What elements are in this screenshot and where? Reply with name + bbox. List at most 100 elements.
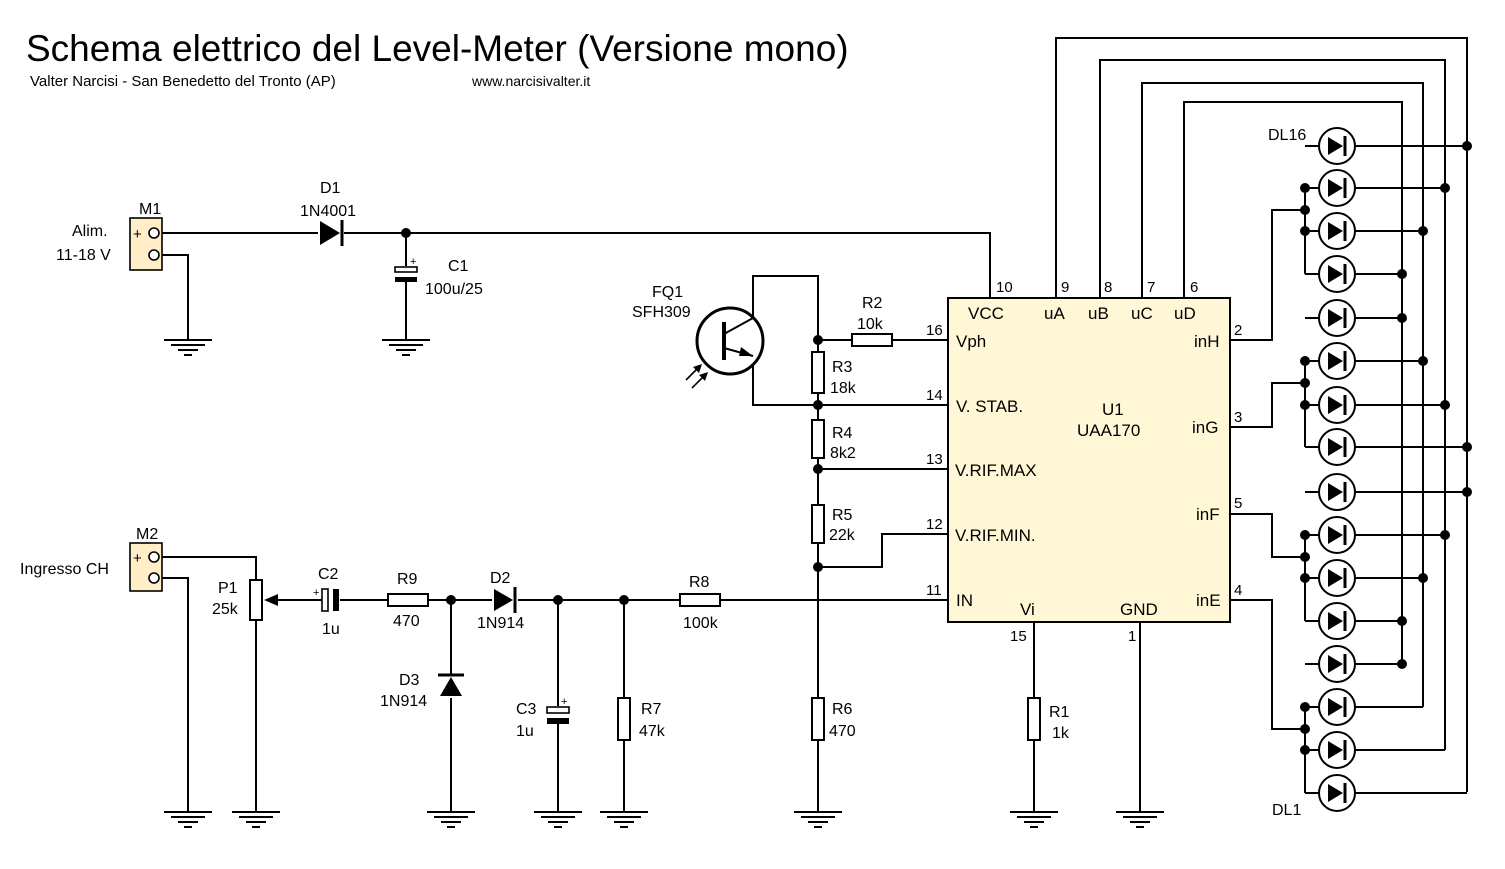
r2-value: 10k xyxy=(857,316,884,333)
pin-number-11: 11 xyxy=(926,582,942,599)
c3-value: 1u xyxy=(516,723,534,740)
pin-number-13: 13 xyxy=(926,451,943,468)
r2-ref: R2 xyxy=(862,295,883,312)
pin-number-6: 6 xyxy=(1190,279,1198,296)
pin-vcc-label: VCC xyxy=(968,304,1004,323)
led-4 xyxy=(1317,644,1357,684)
pin-number-16: 16 xyxy=(926,322,943,339)
resistor-r5: R5 22k xyxy=(811,504,856,544)
d3-ref: D3 xyxy=(399,672,420,689)
potentiometer-p1: P1 25k xyxy=(212,579,296,621)
led-16 xyxy=(1317,126,1357,166)
pin-number-10: 10 xyxy=(996,279,1013,296)
page-title: Schema elettrico del Level-Meter (Versio… xyxy=(26,28,849,69)
pin-ing-label: inG xyxy=(1192,418,1218,437)
diode-d1: D1 1N4001 xyxy=(300,180,356,246)
r9-ref: R9 xyxy=(397,571,418,588)
p1-value: 25k xyxy=(212,601,239,618)
r6-value: 470 xyxy=(829,723,856,740)
led-2 xyxy=(1317,730,1357,770)
pin-inh-label: inH xyxy=(1194,332,1220,351)
r1-value: 1k xyxy=(1052,725,1070,742)
resistor-r8: R8 100k xyxy=(679,574,721,632)
d2-ref: D2 xyxy=(490,570,511,587)
r1-ref: R1 xyxy=(1049,704,1070,721)
pin-number-7: 7 xyxy=(1147,279,1155,296)
phototransistor-fq1: FQ1 SFH309 xyxy=(632,284,765,389)
d1-ref: D1 xyxy=(320,180,341,197)
led-array: DL16 DL1 xyxy=(1268,126,1357,819)
c1-ref: C1 xyxy=(448,258,469,275)
r5-ref: R5 xyxy=(832,507,853,524)
junctions xyxy=(401,141,1472,755)
m1-ref: M1 xyxy=(139,201,161,218)
capacitor-c1: + C1 100u/25 xyxy=(394,256,483,298)
connector-m1: + M1 Alim. 11-18 V xyxy=(56,201,163,271)
led-12 xyxy=(1317,298,1357,338)
pin-number-9: 9 xyxy=(1061,279,1069,296)
resistor-r9: R9 470 xyxy=(387,571,429,630)
pin-vi-label: Vi xyxy=(1020,600,1035,619)
led-3 xyxy=(1317,687,1357,727)
d3-value: 1N914 xyxy=(380,693,427,710)
pin-number-12: 12 xyxy=(926,516,943,533)
pin-ine-label: inE xyxy=(1196,591,1221,610)
fq1-value: SFH309 xyxy=(632,304,691,321)
c3-ref: C3 xyxy=(516,701,537,718)
resistor-r7: R7 47k xyxy=(617,697,666,741)
c1-polarity: + xyxy=(410,256,416,268)
pin-number-2: 2 xyxy=(1234,322,1242,339)
r4-value: 8k2 xyxy=(830,445,856,462)
m2-label: Ingresso CH xyxy=(20,561,109,578)
pin-uc-label: uC xyxy=(1131,304,1153,323)
pin-number-15: 15 xyxy=(1010,628,1027,645)
m2-ref: M2 xyxy=(136,526,158,543)
r7-value: 47k xyxy=(639,723,666,740)
m2-plus-sign: + xyxy=(133,550,142,567)
pin-number-4: 4 xyxy=(1234,582,1242,599)
r3-ref: R3 xyxy=(832,359,853,376)
capacitor-c3: + C3 1u xyxy=(516,696,570,740)
resistor-r2: R2 10k xyxy=(851,295,893,347)
pin-in-label: IN xyxy=(956,591,973,610)
fq1-ref: FQ1 xyxy=(652,284,683,301)
resistor-r6: R6 470 xyxy=(811,697,856,741)
pin-number-1: 1 xyxy=(1128,628,1136,645)
led-8 xyxy=(1317,472,1357,512)
r6-ref: R6 xyxy=(832,701,853,718)
pin-number-5: 5 xyxy=(1234,495,1242,512)
pin-ub-label: uB xyxy=(1088,304,1109,323)
led-15 xyxy=(1317,168,1357,208)
r5-value: 22k xyxy=(829,527,856,544)
r4-ref: R4 xyxy=(832,425,853,442)
pin-number-3: 3 xyxy=(1234,409,1242,426)
author-line: Valter Narcisi - San Benedetto del Tront… xyxy=(30,73,336,90)
r3-value: 18k xyxy=(830,380,857,397)
m1-plus-sign: + xyxy=(133,226,142,243)
pin-vstab-label: V. STAB. xyxy=(956,397,1023,416)
led-7 xyxy=(1317,515,1357,555)
led-11 xyxy=(1317,341,1357,381)
c2-polarity: + xyxy=(313,587,319,599)
ic-u1: U1 UAA170 VCC uA uB uC uD Vph V. STAB. V… xyxy=(926,279,1242,645)
r9-value: 470 xyxy=(393,613,420,630)
pin-number-8: 8 xyxy=(1104,279,1112,296)
led-10 xyxy=(1317,385,1357,425)
u1-part: UAA170 xyxy=(1077,421,1140,440)
connector-m2: + M2 Ingresso CH xyxy=(20,526,163,592)
website-link[interactable]: www.narcisivalter.it xyxy=(471,73,590,89)
pin-inf-label: inF xyxy=(1196,505,1220,524)
d1-value: 1N4001 xyxy=(300,203,356,220)
resistor-r4: R4 8k2 xyxy=(811,419,856,462)
c3-polarity: + xyxy=(561,696,567,708)
c2-value: 1u xyxy=(322,621,340,638)
led-13 xyxy=(1317,254,1357,294)
pin-vph-label: Vph xyxy=(956,332,986,351)
led-9 xyxy=(1317,427,1357,467)
led-5 xyxy=(1317,601,1357,641)
u1-ref: U1 xyxy=(1102,400,1124,419)
r7-ref: R7 xyxy=(641,701,662,718)
pin-gnd-label: GND xyxy=(1120,600,1158,619)
p1-ref: P1 xyxy=(218,580,238,597)
